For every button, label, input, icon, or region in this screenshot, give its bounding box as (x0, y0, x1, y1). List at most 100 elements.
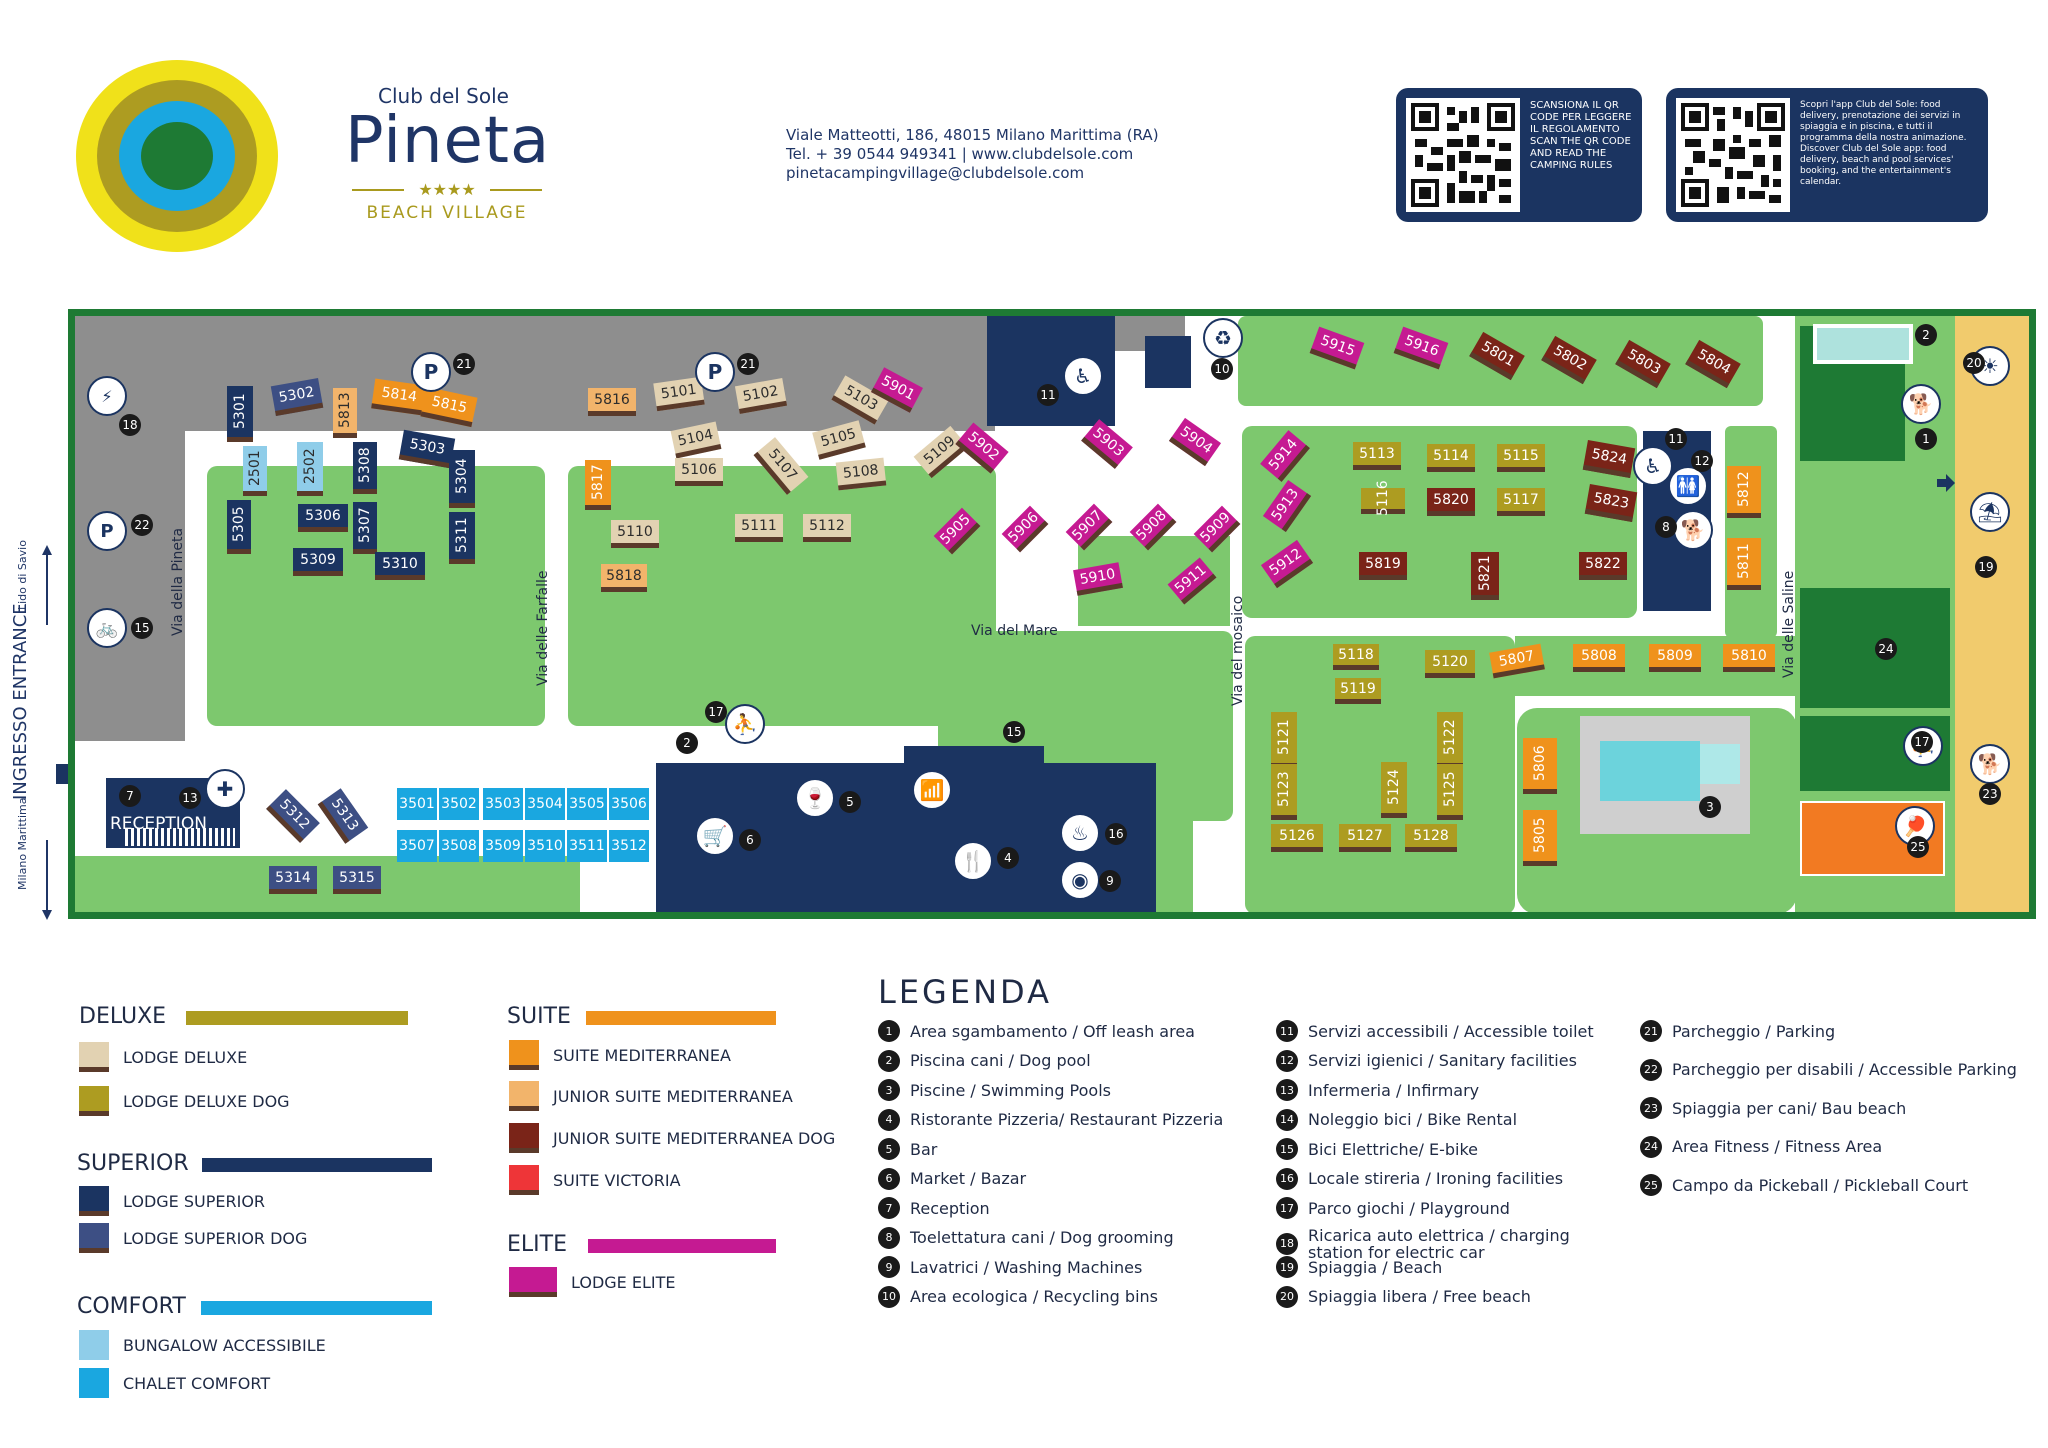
unit-5114[interactable]: 5114 (1427, 444, 1475, 472)
infirmary-cross-icon[interactable]: ✚ (205, 769, 245, 809)
unit-5306[interactable]: 5306 (298, 504, 348, 532)
unit-5819[interactable]: 5819 (1359, 552, 1407, 580)
unit-3508[interactable]: 3508 (439, 830, 479, 862)
marker-21[interactable]: 21 (737, 353, 759, 375)
market-cart-icon[interactable]: 🛒 (695, 816, 735, 856)
unit-5820[interactable]: 5820 (1427, 488, 1475, 516)
unit-5906[interactable]: 5906 (1001, 505, 1049, 553)
accessible-parking-icon[interactable]: P (87, 511, 127, 551)
unit-5122[interactable]: 5122 (1437, 712, 1463, 768)
unit-5821[interactable]: 5821 (1471, 552, 1499, 600)
unit-5124[interactable]: 5124 (1381, 762, 1407, 818)
marker-7[interactable]: 7 (119, 785, 141, 807)
unit-3502[interactable]: 3502 (439, 788, 479, 820)
unit-2502[interactable]: 2502 (297, 442, 323, 496)
unit-5818[interactable]: 5818 (601, 564, 647, 592)
marker-2[interactable]: 2 (676, 732, 698, 754)
unit-5127[interactable]: 5127 (1339, 824, 1391, 852)
unit-3501[interactable]: 3501 (397, 788, 437, 820)
unit-3510[interactable]: 3510 (525, 830, 565, 862)
unit-5310[interactable]: 5310 (375, 552, 425, 580)
unit-5813[interactable]: 5813 (333, 388, 357, 438)
unit-5125[interactable]: 5125 (1437, 764, 1463, 820)
washing-machine-icon[interactable]: ◉ (1060, 860, 1100, 900)
bike-icon[interactable]: 🚲 (87, 608, 127, 648)
marker-1[interactable]: 1 (1915, 428, 1937, 450)
unit-5120[interactable]: 5120 (1425, 650, 1475, 678)
unit-5806[interactable]: 5806 (1523, 738, 1557, 794)
recycling-icon[interactable]: ♻ (1203, 318, 1243, 358)
marker-19[interactable]: 19 (1975, 556, 1997, 578)
wifi-icon[interactable]: 📶 (912, 770, 952, 810)
unit-5113[interactable]: 5113 (1353, 442, 1401, 470)
unit-5812[interactable]: 5812 (1727, 466, 1761, 518)
restaurant-icon[interactable]: 🍴 (953, 841, 993, 881)
unit-3505[interactable]: 3505 (567, 788, 607, 820)
playground-slide-icon[interactable]: ⛹ (725, 704, 765, 744)
contact-email[interactable]: pinetacampingvillage@clubdelsole.com (786, 164, 1085, 182)
marker-3[interactable]: 3 (1699, 796, 1721, 818)
qr-code-icon[interactable] (1676, 98, 1790, 212)
marker-21[interactable]: 21 (453, 353, 475, 375)
marker-6[interactable]: 6 (739, 829, 761, 851)
unit-5112[interactable]: 5112 (803, 514, 851, 542)
dog-beach-icon[interactable]: 🐕 (1970, 744, 2010, 784)
unit-5822[interactable]: 5822 (1579, 552, 1627, 580)
marker-12[interactable]: 12 (1691, 450, 1713, 472)
beach-umbrella-icon[interactable]: ⛱ (1970, 492, 2010, 532)
unit-5315[interactable]: 5315 (333, 866, 381, 894)
marker-9[interactable]: 9 (1099, 870, 1121, 892)
unit-5118[interactable]: 5118 (1333, 644, 1379, 670)
unit-5304[interactable]: 5304 (449, 450, 475, 508)
unit-3512[interactable]: 3512 (609, 830, 649, 862)
unit-5312[interactable]: 5312 (266, 789, 320, 843)
marker-5[interactable]: 5 (839, 791, 861, 813)
unit-3511[interactable]: 3511 (567, 830, 607, 862)
unit-5809[interactable]: 5809 (1649, 644, 1701, 672)
accessible-toilet-icon[interactable]: ♿ (1063, 356, 1103, 396)
marker-17[interactable]: 17 (1911, 731, 1933, 753)
unit-5106[interactable]: 5106 (675, 458, 723, 486)
parking-icon[interactable]: P (411, 352, 451, 392)
marker-20[interactable]: 20 (1963, 352, 1985, 374)
marker-17[interactable]: 17 (705, 701, 727, 723)
marker-22[interactable]: 22 (131, 514, 153, 536)
free-beach-icon[interactable]: ☀ (1970, 346, 2010, 386)
marker-25[interactable]: 25 (1907, 836, 1929, 858)
unit-5121[interactable]: 5121 (1271, 712, 1297, 768)
unit-2501[interactable]: 2501 (243, 446, 267, 496)
accessible-toilet-icon[interactable]: ♿ (1633, 446, 1673, 486)
unit-3503[interactable]: 3503 (483, 788, 523, 820)
iron-icon[interactable]: ♨ (1060, 813, 1100, 853)
marker-8[interactable]: 8 (1655, 516, 1677, 538)
unit-5314[interactable]: 5314 (269, 866, 317, 894)
marker-16[interactable]: 16 (1105, 823, 1127, 845)
unit-3506[interactable]: 3506 (609, 788, 649, 820)
unit-5313[interactable]: 5313 (317, 788, 369, 844)
marker-23[interactable]: 23 (1979, 783, 2001, 805)
qr-code-icon[interactable] (1406, 98, 1520, 212)
toilet-icon[interactable]: 🚻 (1668, 466, 1708, 506)
unit-5805[interactable]: 5805 (1523, 810, 1557, 866)
unit-5117[interactable]: 5117 (1497, 488, 1545, 516)
unit-5303[interactable]: 5303 (398, 429, 456, 469)
unit-5108[interactable]: 5108 (835, 457, 887, 491)
unit-5111[interactable]: 5111 (735, 514, 783, 542)
bar-icon[interactable]: 🍷 (795, 778, 835, 818)
marker-15[interactable]: 15 (1003, 721, 1025, 743)
parking-icon[interactable]: P (695, 352, 735, 392)
marker-24[interactable]: 24 (1875, 638, 1897, 660)
qr-card-rules[interactable]: SCANSIONA IL QR CODE PER LEGGERE IL REGO… (1396, 88, 1642, 222)
unit-5309[interactable]: 5309 (293, 548, 343, 576)
unit-5116[interactable]: 5116 (1361, 481, 1405, 516)
marker-15[interactable]: 15 (131, 617, 153, 639)
marker-10[interactable]: 10 (1211, 358, 1233, 380)
unit-5808[interactable]: 5808 (1573, 644, 1625, 672)
unit-5115[interactable]: 5115 (1497, 444, 1545, 472)
unit-3504[interactable]: 3504 (525, 788, 565, 820)
unit-3509[interactable]: 3509 (483, 830, 523, 862)
unit-5904[interactable]: 5904 (1168, 417, 1222, 467)
unit-5301[interactable]: 5301 (227, 386, 253, 442)
qr-card-app[interactable]: Scopri l'app Club del Sole: food deliver… (1666, 88, 1988, 222)
ev-charging-icon[interactable]: ⚡ (87, 376, 127, 416)
